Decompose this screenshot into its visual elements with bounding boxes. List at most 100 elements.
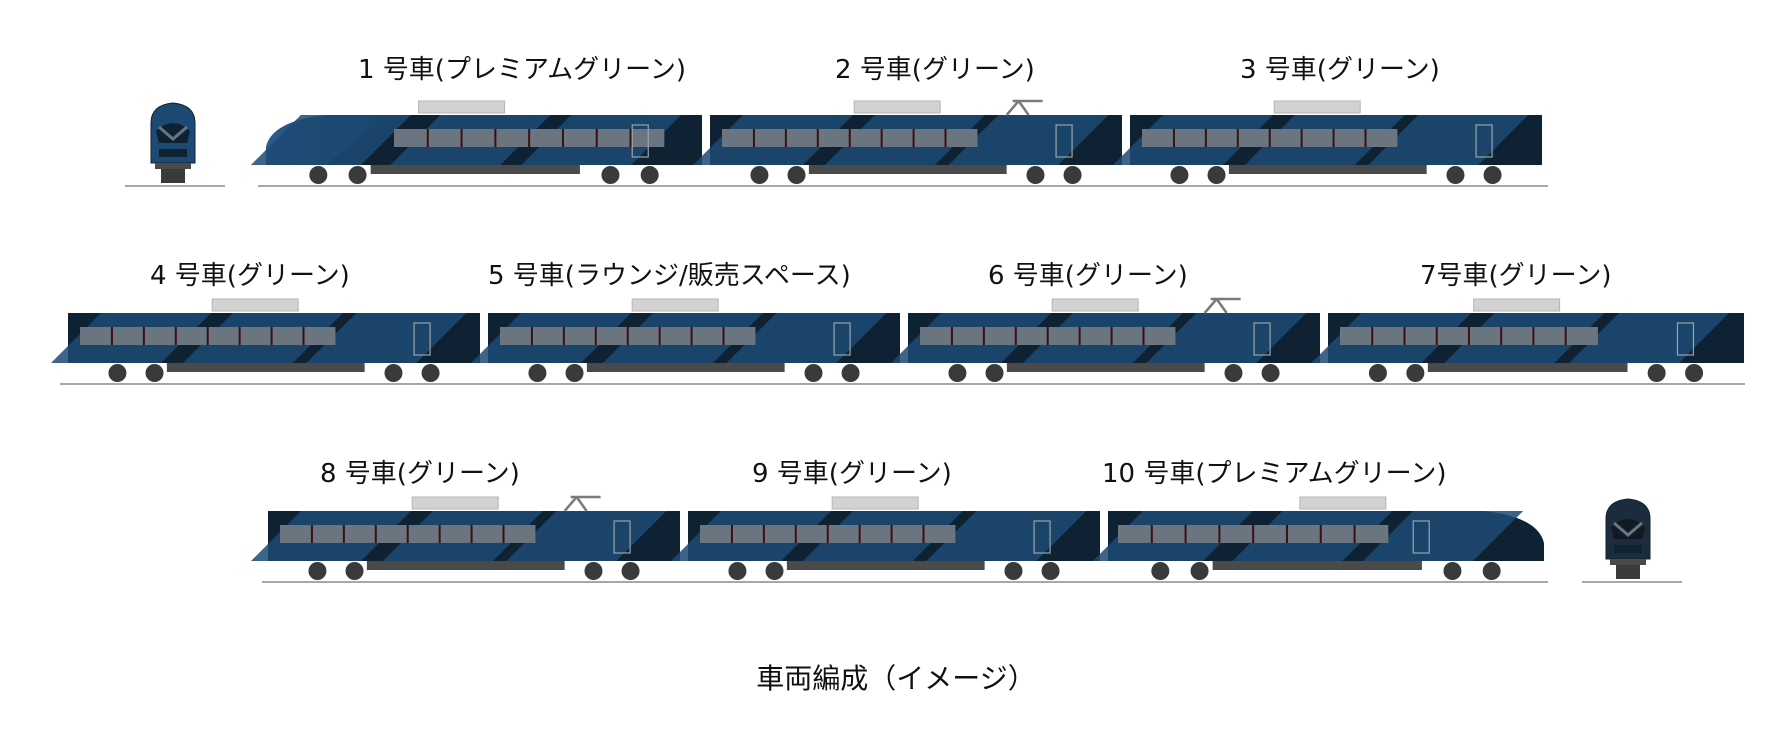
window-divider [595,129,598,147]
window-divider [530,327,533,345]
wheel [528,364,547,382]
window-divider [922,525,925,543]
car-8 [250,495,680,580]
wheel [345,562,364,580]
wheel [108,364,127,382]
wheel [787,166,806,184]
wheel [145,364,164,382]
underfloor-equipment [786,561,985,570]
car-label-8: 8 号車(グリーン) [320,459,520,489]
roof-unit [418,100,506,114]
window-divider [626,327,629,345]
window-divider [730,525,733,543]
wheel [1443,562,1462,580]
window-divider [1184,525,1187,543]
wheel [584,562,603,580]
window-divider [206,327,209,345]
car-7 [1311,298,1744,382]
roof-unit [1473,298,1561,312]
window-divider [1078,327,1081,345]
wheel [1151,562,1170,580]
window-divider [238,327,241,345]
window-divider [1142,327,1145,345]
wheel [1224,364,1243,382]
wheel [621,562,640,580]
window-divider [1353,525,1356,543]
window-divider [1110,327,1113,345]
window-divider [794,525,797,543]
window-divider [1014,327,1017,345]
underfloor-equipment [1006,363,1205,372]
window-divider [1364,129,1367,147]
window-divider [494,129,497,147]
wheel [985,364,1004,382]
door [631,124,649,158]
door [1676,322,1695,356]
wheel [640,166,659,184]
window-divider [374,525,377,543]
wheel [384,364,403,382]
door [1412,520,1430,554]
window-divider [1371,327,1374,345]
window-divider [1435,327,1438,345]
roof-unit [411,496,499,510]
wheel [1482,562,1501,580]
wheel [948,364,967,382]
window-divider [752,129,755,147]
window-divider [1218,525,1221,543]
underfloor-equipment [808,165,1007,174]
window-divider [1532,327,1535,345]
livery-panel [1363,511,1524,561]
car-label-7: 7号車(グリーン) [1420,261,1612,291]
car-label-9: 9 号車(グリーン) [752,459,952,489]
underfloor-equipment [586,363,785,372]
door [833,322,851,356]
wheel [1446,166,1465,184]
wheel [728,562,747,580]
roof-unit [1273,100,1361,114]
front-view-car-1 [150,102,196,183]
wheel [1004,562,1023,580]
livery-panel [948,115,1109,165]
wheel [1041,562,1060,580]
livery-panel [726,313,887,363]
underfloor-equipment [366,561,565,570]
window-divider [826,525,829,543]
pantograph [1203,297,1241,314]
window-divider [722,327,725,345]
window-divider [528,129,531,147]
window-divider [848,129,851,147]
car-3 [1112,100,1542,184]
window-divider [1300,129,1303,147]
underfloor-equipment [370,165,580,174]
diagram-caption: 車両編成（イメージ） [756,662,1035,695]
car-9 [670,496,1100,580]
underfloor-equipment [1427,363,1628,372]
wheel [309,166,328,184]
window-divider [406,525,409,543]
window-divider [1467,327,1470,345]
window-divider [1150,525,1153,543]
car-label-10: 10 号車(プレミアムグリーン) [1102,459,1447,489]
window-divider [1332,129,1335,147]
car-label-1: 1 号車(プレミアムグリーン) [358,55,686,85]
car-label-3: 3 号車(グリーン) [1240,55,1440,85]
window-divider [912,129,915,147]
door [1033,520,1051,554]
wheel [1406,364,1425,382]
livery-panel [250,115,411,165]
underfloor-equipment [1212,561,1422,570]
window-divider [1252,525,1255,543]
window-divider [1046,327,1049,345]
front-view-car-10 [1605,498,1651,579]
wheel [765,562,784,580]
window-divider [594,327,597,345]
window-divider [1172,129,1175,147]
window-divider [629,129,632,147]
wheel [1685,364,1704,382]
car-6 [890,297,1320,382]
window-divider [1285,525,1288,543]
window-divider [890,525,893,543]
door [413,322,431,356]
